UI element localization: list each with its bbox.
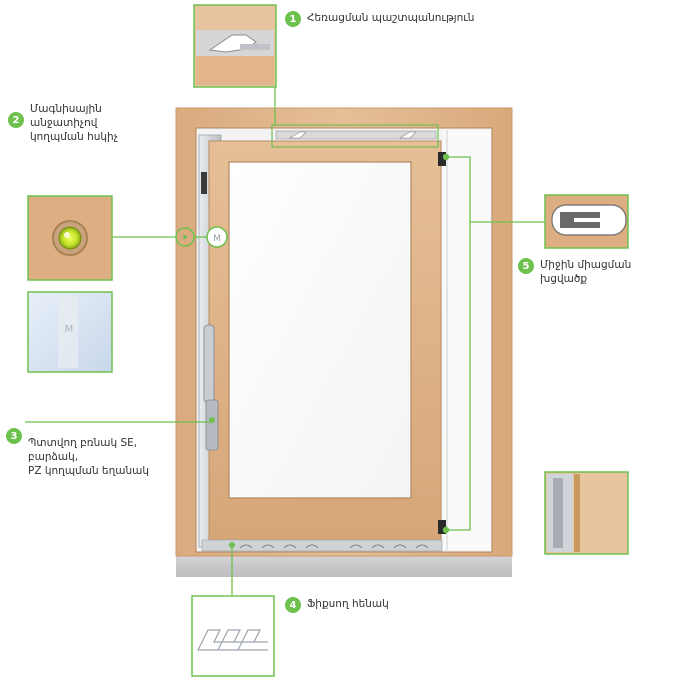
glass-pane — [228, 161, 412, 499]
callout-number-badge: 4 — [285, 597, 301, 613]
callout-number-badge: 2 — [8, 112, 24, 128]
window-sill — [176, 553, 512, 577]
inset-support-clip-photo — [191, 595, 275, 677]
callout-label: Մագնիսային անջատիչով կողպման հսկիչ — [30, 103, 118, 143]
inset-profile-photo: M — [27, 291, 113, 373]
hinge-clip-icon — [288, 131, 307, 139]
open-gap — [443, 130, 490, 550]
callout-label: Միջին միացման խցվածք — [540, 259, 632, 285]
window-handle-icon — [203, 324, 219, 451]
inset-magnetic-sensor-photo — [27, 195, 113, 281]
inset-lock-rail-photo — [544, 471, 629, 555]
inset-antilift-photo — [193, 4, 277, 88]
inset-middle-lock-photo — [544, 194, 629, 249]
callout-number-badge: 3 — [6, 428, 22, 444]
callout-number-badge: 5 — [518, 258, 534, 274]
left-hinge — [201, 172, 207, 194]
callout-label: Ֆիքսող հենակ — [307, 598, 389, 610]
callout-handle: 3 Պտտվող բռնակ SE, բարձակ, PZ կողպման եղ… — [6, 428, 150, 478]
callout-label: Հեռացման պաշտպանություն — [307, 12, 475, 24]
callout-number-badge: 1 — [285, 11, 301, 27]
bottom-hardware-strip — [201, 539, 443, 552]
svg-text:M: M — [213, 234, 221, 244]
support-clips — [239, 544, 429, 549]
callout-label: Պտտվող բռնակ SE, բարձակ, PZ կողպման եղան… — [28, 437, 150, 477]
svg-text:M: M — [65, 324, 74, 335]
lower-hinge — [438, 520, 446, 534]
hinge-clip-icon — [398, 131, 417, 139]
top-hardware-strip — [271, 124, 439, 148]
upper-hinge — [438, 152, 446, 166]
callout-antilift: 1 Հեռացման պաշտպանություն — [285, 11, 474, 27]
callout-middle-lock: 5 Միջին միացման խցվածք — [518, 258, 631, 286]
callout-support: 4 Ֆիքսող հենակ — [285, 597, 389, 613]
callout-magnetic-sensor: 2 Մագնիսային անջատիչով կողպման հսկիչ — [8, 102, 118, 144]
leader-lines — [25, 72, 545, 595]
